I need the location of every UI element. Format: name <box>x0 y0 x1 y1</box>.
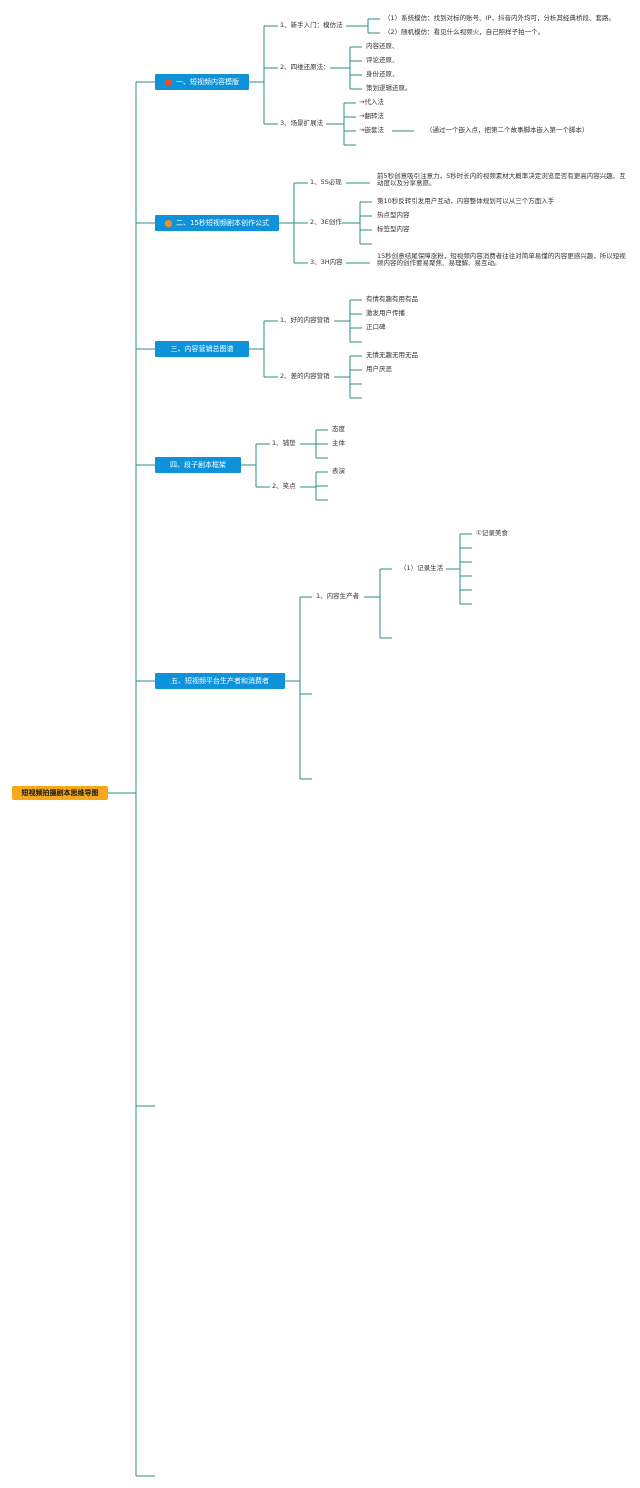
branch-4-label: 四、段子剧本框架 <box>170 461 226 469</box>
root-label: 短视频拍摄剧本思维导图 <box>21 789 99 797</box>
b1-c3-item-2: →翻转法 <box>359 112 384 120</box>
b1-c2-item-1: 内容还原、 <box>366 42 399 50</box>
b1-child-2-label: 2、四维还原法： <box>280 63 330 71</box>
b3-c2-item-2: 用户厌恶 <box>366 365 392 373</box>
b3-child-2-label: 2、差的内容营销 <box>280 372 330 380</box>
b3-c1-item-1: 有情有趣有用有品 <box>366 295 418 303</box>
b2-c2-item-3: 标签型内容 <box>377 225 410 233</box>
b3-c2-item-1: 无情无趣无用无品 <box>366 351 418 359</box>
b1-c1-item-2: （2）随机模仿：看见什么视频火，自己照样子拍一个。 <box>384 28 545 36</box>
b2-c1-text: 前5秒创意吸引注意力，5秒时长内的视频素材大概率决定浏览是否有更高内容兴趣、互动… <box>377 172 626 188</box>
b2-child-3-label: 3、3H内容 <box>310 258 343 266</box>
b1-c2-item-4: 策划逻辑还原。 <box>366 84 412 92</box>
branch-5-node[interactable]: 五、短视频平台生产者和消费者 <box>155 673 285 689</box>
root-node[interactable]: 短视频拍摄剧本思维导图 <box>12 786 108 800</box>
fire-icon <box>163 218 174 228</box>
branch-2-label: 二、15秒短视频剧本创作公式 <box>176 219 269 227</box>
branch-1-node[interactable]: 一、短视频内容模版 <box>155 74 249 90</box>
b4-child-1-label: 1、铺垫 <box>272 439 296 447</box>
b4-c1-item-1: 态度 <box>332 425 345 433</box>
b1-child-1-label: 1、新手入门：模仿法 <box>280 21 343 29</box>
b1-child-3-label: 3、场景扩展法 <box>280 119 324 127</box>
branch-3-label: 三、内容营销总图谱 <box>170 345 234 353</box>
branch-1-label: 一、短视频内容模版 <box>176 78 239 86</box>
b3-c1-item-2: 激发用户传播 <box>366 309 405 317</box>
b1-c3-note: （通过一个嵌入点，把第二个故事脚本嵌入第一个脚本） <box>426 126 589 134</box>
b2-child-2-label: 2、3E创作 <box>310 218 342 226</box>
b4-c1-item-2: 主体 <box>332 439 345 447</box>
b5-c1a1-label: ①记录美食 <box>476 529 508 537</box>
b2-child-1-label: 1、5S必现 <box>310 178 342 186</box>
b5-child-1-label: 1、内容生产者 <box>316 592 360 600</box>
b1-c2-item-2: 评论还原、 <box>366 56 399 64</box>
b1-c3-item-3: →嵌套法 <box>359 126 384 134</box>
b1-c3-item-1: →代入法 <box>359 98 384 106</box>
b5-c1a-label: （1）记录生活 <box>400 564 444 572</box>
fire-icon <box>163 77 174 87</box>
b4-c2-item-1: 表演 <box>332 467 345 475</box>
branch-5-label: 五、短视频平台生产者和消费者 <box>171 677 269 685</box>
b1-c2-item-3: 身份还原、 <box>366 70 399 78</box>
b1-c1-item-1: （1）系统模仿：找到对标的账号、IP，抖音内外均可，分析其经典桥段、套路。 <box>384 14 615 22</box>
branch-4-node[interactable]: 四、段子剧本框架 <box>155 457 241 473</box>
b2-c3-text: 15秒创意结尾保障涨粉，短视频内容消费者往往对简单易懂的内容更感兴趣，所以短视频… <box>377 252 626 268</box>
branch-3-node[interactable]: 三、内容营销总图谱 <box>155 341 249 357</box>
b3-c1-item-3: 正口碑 <box>366 323 386 331</box>
b2-c2-item-2: 热点型内容 <box>377 211 410 219</box>
branch-2-node[interactable]: 二、15秒短视频剧本创作公式 <box>155 215 279 231</box>
b2-c2-item-1: 第10秒反转引发用户互动，内容整体规划可以从三个方面入手 <box>377 197 555 205</box>
b3-child-1-label: 1、好的内容营销 <box>280 316 330 324</box>
b4-child-2-label: 2、笑点 <box>272 482 296 490</box>
